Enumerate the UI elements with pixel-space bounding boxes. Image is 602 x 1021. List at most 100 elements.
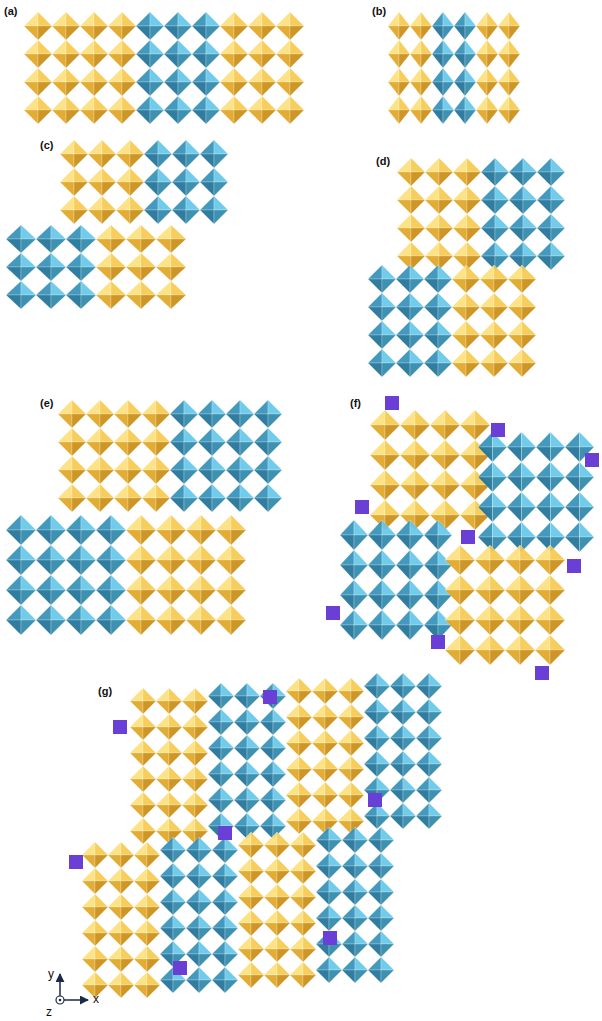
octahedron-face [94, 82, 108, 96]
octahedron [156, 714, 182, 740]
octahedron-face [493, 477, 508, 492]
octahedron [338, 808, 364, 834]
octahedron-face [438, 363, 452, 377]
octahedron-face [95, 881, 108, 894]
octahedron-face [551, 214, 565, 228]
octahedron-face [156, 295, 171, 309]
octahedron-face [312, 730, 325, 743]
octahedron-face [24, 26, 38, 40]
octahedron-face [325, 808, 338, 821]
octahedron-face [158, 182, 172, 196]
octahedron-face [411, 228, 425, 242]
octahedron-face [143, 792, 156, 805]
octahedron-face [411, 172, 425, 186]
octahedron [290, 858, 316, 884]
octahedron-face [225, 889, 238, 902]
octahedron-face [160, 967, 173, 980]
octahedron [126, 281, 156, 309]
octahedron-face [580, 492, 595, 507]
octahedron-face [212, 484, 226, 498]
octahedra-block [340, 520, 452, 640]
octahedron-face [192, 26, 206, 40]
octahedron-face [523, 186, 537, 200]
octahedron-face [248, 40, 262, 54]
octahedron-face [134, 907, 147, 920]
octahedron-face [403, 777, 416, 790]
octahedron-face [429, 751, 442, 764]
octahedron-face [38, 12, 52, 26]
octahedron-face [509, 228, 523, 242]
octahedron-face [262, 54, 276, 68]
octahedron-face [522, 265, 536, 279]
octahedron-face [6, 281, 21, 295]
octahedron-face [382, 535, 396, 550]
octahedron-face [453, 172, 467, 186]
octahedron-face [535, 620, 550, 635]
octahedron-face [443, 54, 454, 68]
octahedron-face [377, 751, 390, 764]
octahedron [58, 456, 86, 484]
octahedron-face [251, 845, 264, 858]
octahedron-face [182, 727, 195, 740]
octahedron-face [82, 920, 95, 933]
octahedron [36, 281, 66, 309]
octahedron-face [158, 168, 172, 182]
octahedron-face [121, 842, 134, 855]
octahedron-face [160, 863, 173, 876]
octahedron-face [480, 321, 494, 335]
octahedron-face [351, 756, 364, 769]
octahedron-face [21, 225, 36, 239]
octahedra-block [238, 832, 316, 988]
octahedron-face [276, 12, 290, 26]
octahedron-face [247, 722, 260, 735]
octahedron-face [495, 200, 509, 214]
octahedron-face [522, 335, 536, 349]
octahedron [208, 787, 234, 813]
octahedron-face [421, 96, 432, 110]
octahedron-face [439, 242, 453, 256]
octahedron-face [130, 210, 144, 224]
octahedron-face [238, 884, 251, 897]
octahedron-face [432, 12, 443, 26]
octahedron-face [182, 779, 195, 792]
octahedron-face [225, 967, 238, 980]
octahedron-face [74, 168, 88, 182]
octahedron-face [403, 816, 416, 829]
octahedron-face [286, 691, 299, 704]
octahedron-face [24, 54, 38, 68]
octahedron-face [226, 428, 240, 442]
octahedron [108, 68, 136, 96]
octahedron-face [475, 560, 490, 575]
octahedron [170, 428, 198, 456]
octahedron [238, 858, 264, 884]
octahedron-face [150, 110, 164, 124]
octahedron-face [290, 858, 303, 871]
octahedron-face [351, 808, 364, 821]
octahedron-face [475, 410, 490, 425]
octahedron-face [160, 902, 173, 915]
octahedron-face [238, 897, 251, 910]
octahedron-face [170, 400, 184, 414]
octahedron-face [396, 565, 410, 580]
octahedron-face [536, 507, 551, 522]
octahedron-face [134, 881, 147, 894]
octahedron-face [382, 363, 396, 377]
octahedron-face [354, 580, 368, 595]
octahedron [424, 293, 452, 321]
octahedron [234, 761, 260, 787]
octahedra-block [478, 432, 594, 552]
octahedron-face [36, 605, 51, 620]
octahedron [126, 253, 156, 281]
octahedron-face [286, 756, 299, 769]
octahedron [66, 575, 96, 605]
octahedron-face [251, 923, 264, 936]
octahedron-face [221, 774, 234, 787]
octahedron-face [438, 279, 452, 293]
octahedron-face [248, 12, 262, 26]
octahedron [114, 400, 142, 428]
octahedron-face [100, 400, 114, 414]
octahedron-face [134, 855, 147, 868]
octahedron-face [439, 186, 453, 200]
octahedron-face [410, 96, 421, 110]
octahedron-face [480, 279, 494, 293]
